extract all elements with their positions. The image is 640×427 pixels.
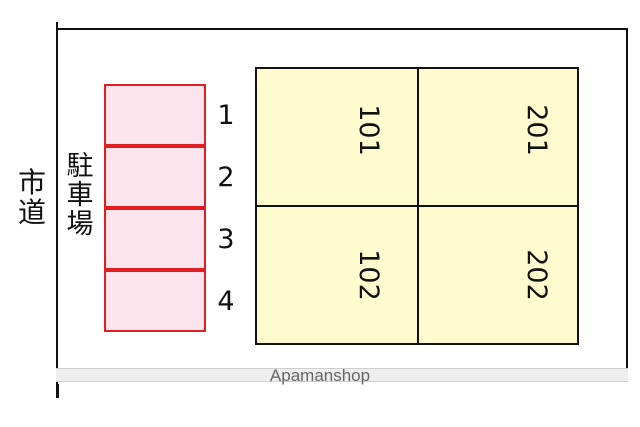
- parking-slot-number: 1: [217, 100, 235, 131]
- parking-label: 駐車場: [66, 151, 94, 240]
- unit-number: 102: [353, 249, 384, 301]
- parking-slot-number: 4: [217, 286, 235, 317]
- watermark: Apamanshop: [269, 366, 371, 385]
- parking-slot-number: 2: [217, 162, 235, 193]
- road-label: 市道: [17, 166, 46, 229]
- site-boundary: [56, 28, 628, 374]
- parking-slot-1: [104, 84, 206, 146]
- unit-number: 201: [521, 104, 552, 156]
- parking-slot-3: [104, 208, 206, 270]
- parking-slot-4: [104, 270, 206, 332]
- unit-number: 101: [353, 104, 384, 156]
- road-edge-tick: [58, 384, 59, 398]
- site-bottom-strip: [56, 368, 628, 382]
- unit-divider-horizontal: [255, 205, 579, 207]
- parking-slot-2: [104, 146, 206, 208]
- unit-number: 202: [521, 249, 552, 301]
- parking-slot-number: 3: [217, 224, 235, 255]
